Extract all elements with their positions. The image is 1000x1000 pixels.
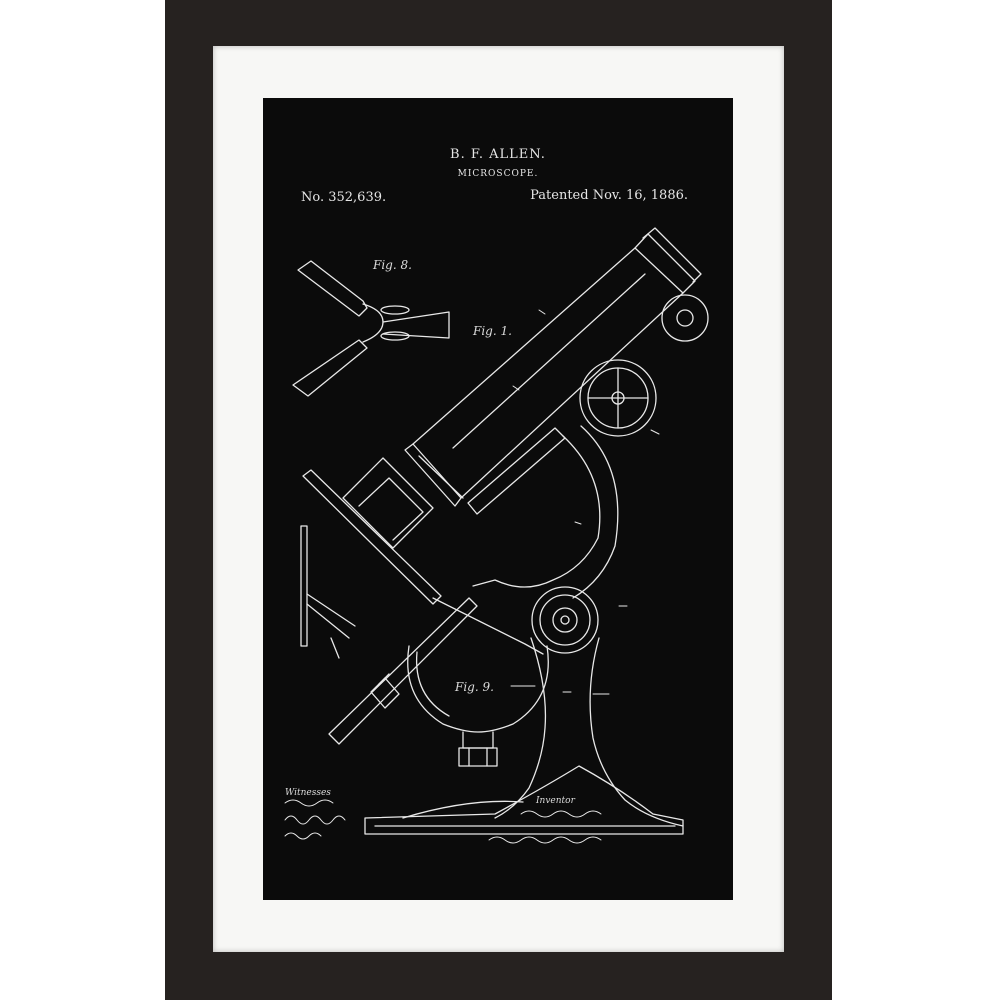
fig9-mirror-cradle xyxy=(407,645,549,767)
witnesses-label: Witnesses xyxy=(285,788,331,798)
microscope-tube xyxy=(404,227,702,515)
inventor-label: Inventor xyxy=(536,796,575,806)
mirror-bracket xyxy=(300,525,356,659)
patent-title: MICROSCOPE. xyxy=(457,169,539,179)
stage-assembly xyxy=(302,457,544,655)
fine-focus-disk xyxy=(531,586,599,654)
fig8-clip-drawing xyxy=(292,260,450,397)
patent-date: Patented Nov. 16, 1886. xyxy=(530,188,688,203)
patent-print: B. F. ALLEN. MICROSCOPE. No. 352,639. Pa… xyxy=(263,98,733,900)
patent-number: No. 352,639. xyxy=(301,190,387,205)
fig9-label: Fig. 9. xyxy=(455,680,494,694)
fig1-label: Fig. 1. xyxy=(473,324,512,338)
microscope-base xyxy=(364,765,684,835)
focus-wheel xyxy=(579,359,657,437)
signature-scribbles xyxy=(284,799,602,844)
pillar xyxy=(494,637,684,827)
microscope-drawing xyxy=(284,227,709,844)
upper-pivot-wheel xyxy=(661,294,709,342)
condenser-rod xyxy=(328,597,478,745)
inventor-name: B. F. ALLEN. xyxy=(450,147,546,162)
microscope-arm xyxy=(472,425,619,599)
fig8-label: Fig. 8. xyxy=(373,258,412,272)
reference-marks xyxy=(510,309,660,695)
white-mat: B. F. ALLEN. MICROSCOPE. No. 352,639. Pa… xyxy=(213,46,784,952)
picture-frame: B. F. ALLEN. MICROSCOPE. No. 352,639. Pa… xyxy=(165,0,832,1000)
